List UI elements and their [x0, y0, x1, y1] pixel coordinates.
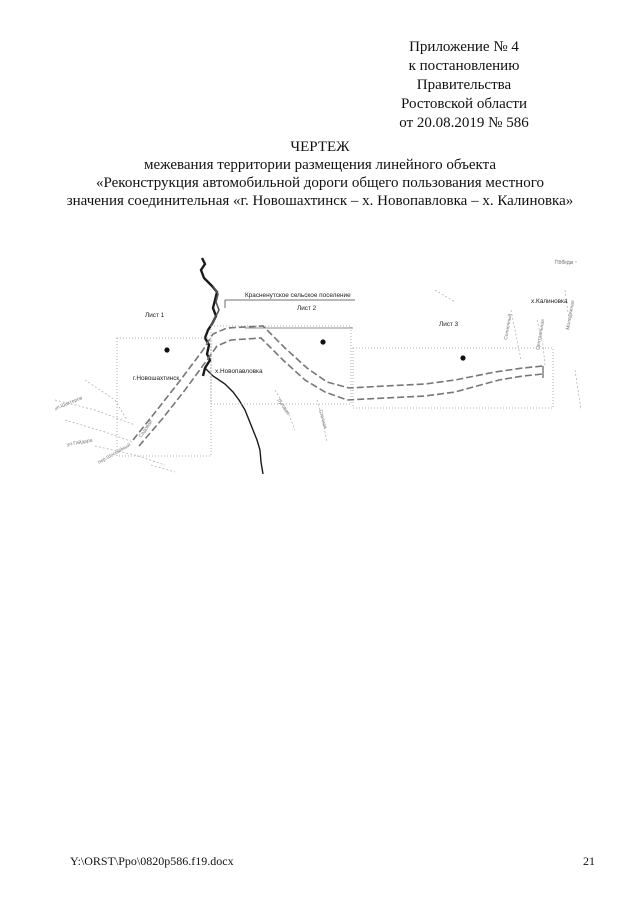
appendix-line-4: Ростовской области [401, 96, 527, 112]
appendix-line-3: Правительства [416, 77, 512, 93]
street-label-2: ул.Гайдара [66, 437, 93, 448]
street-label-4: Садовая [138, 419, 155, 439]
appendix-line-1: Приложение № 4 [409, 39, 519, 55]
road-corridor-north [132, 325, 544, 441]
title-heading: ЧЕРТЕЖ [290, 139, 350, 155]
appendix-header: Приложение № 4 к постановлению Правитель… [364, 38, 564, 133]
sheet-2-marker [320, 339, 326, 345]
drawing-title: ЧЕРТЕЖ межевания территории размещения л… [40, 138, 600, 210]
settlement-label: Красненутское сельское поселение [245, 292, 351, 299]
title-line-1: межевания территории размещения линейног… [144, 157, 496, 173]
street-label-6: Степная [317, 409, 328, 430]
town-novoshakhtinsk-label: г.Новошахтинск [133, 375, 179, 382]
street-label-10: Молодежная [565, 300, 576, 331]
appendix-line-5: от 20.08.2019 № 586 [399, 115, 529, 131]
sheet-1-frame [116, 337, 212, 457]
village-kalinovka-label: х.Калиновка [531, 298, 568, 305]
road-corridor-south [138, 337, 544, 447]
title-line-2: «Реконструкция автомобильной дороги обще… [96, 175, 544, 191]
sheet-2-frame [210, 325, 352, 405]
street-label-7: Солнечный [502, 313, 514, 340]
sheet-3-frame [352, 347, 554, 409]
file-path: Y:\ORST\Ppo\0820p586.f19.docx [70, 854, 234, 868]
village-novopavlovka-label: х.Новопавловка [215, 368, 263, 375]
sheet-2-label: Лист 2 [297, 305, 317, 312]
minor-roads [55, 259, 582, 473]
sheet-3-marker [460, 355, 466, 361]
street-label-5: Луговая [275, 398, 291, 417]
settlement-boundary [224, 299, 355, 308]
appendix-line-2: к постановлению [408, 58, 520, 74]
sheet-1-marker [164, 347, 170, 353]
street-label-8: Центральная [535, 319, 546, 351]
page-number: 21 [583, 854, 595, 868]
river-shore [199, 257, 219, 377]
street-label-1: ул.Шахтеров [55, 395, 84, 412]
river-shore-shade [210, 285, 220, 327]
sheet-3-label: Лист 3 [439, 321, 459, 328]
sheet-1-label: Лист 1 [145, 312, 165, 319]
survey-map: Красненутское сельское поселение Лист 1 … [55, 250, 585, 485]
street-label-9: Победы [555, 260, 574, 266]
river-south [204, 367, 264, 475]
title-line-3: значения соединительная «г. Новошахтинск… [66, 193, 574, 209]
